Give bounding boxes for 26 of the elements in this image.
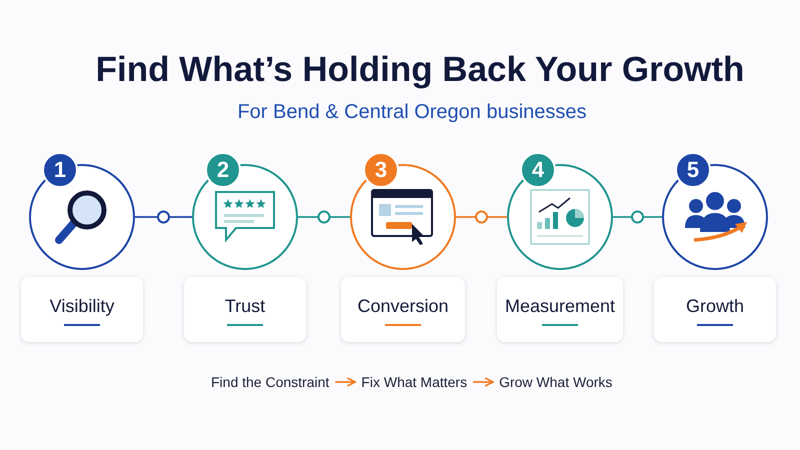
step-card <box>184 277 306 342</box>
step-label: Trust <box>224 296 266 317</box>
step-label: Visibility <box>48 296 116 317</box>
connector-line <box>613 216 662 218</box>
title: Find What’s Holding Back Your Growth <box>94 50 746 90</box>
step-card <box>21 277 143 342</box>
connector-line <box>135 216 192 218</box>
step-label: Growth <box>684 296 746 317</box>
connector-line <box>456 216 507 218</box>
arrow <box>335 377 356 387</box>
flow-step-text: Fix What Matters <box>361 374 468 390</box>
step-card <box>497 277 623 342</box>
step-number-badge: 2 <box>205 152 241 188</box>
arrow <box>473 377 494 387</box>
step-number-badge: 5 <box>675 152 711 188</box>
step-label: Conversion <box>356 296 450 317</box>
connector-line <box>298 216 350 218</box>
step-label: Measurement <box>504 296 616 317</box>
flow-step-text: Grow What Works <box>499 374 612 390</box>
step-number-badge: 3 <box>363 152 399 188</box>
step-card <box>341 277 465 342</box>
step-card <box>654 277 776 342</box>
flow-step-text: Find the Constraint <box>211 374 330 390</box>
step-number-badge: 1 <box>42 152 78 188</box>
step-number-badge: 4 <box>520 152 556 188</box>
subtitle: For Bend & Central Oregon businesses <box>236 101 588 124</box>
